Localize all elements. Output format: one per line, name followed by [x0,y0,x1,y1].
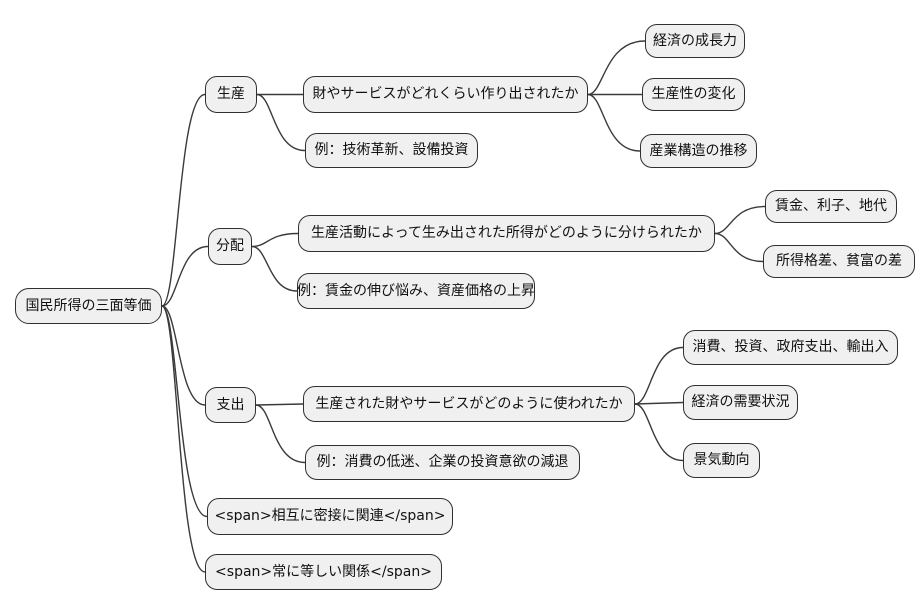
connector-question3-consumption [634,346,684,405]
leaf-economic-growth[interactable]: 経済の成長力 [645,24,745,58]
node-production[interactable]: 生産 [205,76,257,113]
leaf-demand-status[interactable]: 経済の需要状況 [683,385,798,420]
connector-root-distribution [161,245,209,307]
connector-root-production [161,93,206,307]
connector-question1-growth [587,40,646,96]
node-distribution-example[interactable]: 例：賃金の伸び悩み、資産価格の上昇 [297,273,535,309]
node-note-equal[interactable]: <span>常に等しい関係</span> [205,554,442,590]
node-root[interactable]: 国民所得の三面等価 [15,288,162,324]
node-expenditure[interactable]: 支出 [205,387,256,423]
connector-distribution-question [251,232,299,248]
node-production-question[interactable]: 財やサービスがどれくらい作り出されたか [303,76,588,113]
leaf-industry-structure[interactable]: 産業構造の推移 [640,134,757,168]
connector-root-note-equal [161,305,206,573]
connector-question2-wages [714,205,766,235]
leaf-wages-interest-rent[interactable]: 賃金、利子、地代 [765,190,897,223]
connector-question3-trend [634,403,684,462]
leaf-income-gap[interactable]: 所得格差、貧富の差 [763,245,915,278]
connector-production-example [256,93,306,152]
node-distribution[interactable]: 分配 [208,228,252,265]
leaf-productivity-change[interactable]: 生産性の変化 [642,78,745,111]
leaf-business-trend[interactable]: 景気動向 [683,443,760,478]
connector-expenditure-question [255,403,304,406]
node-distribution-question[interactable]: 生産活動によって生み出された所得がどのように分けられたか [298,215,715,252]
node-expenditure-example[interactable]: 例：消費の低迷、企業の投資意欲の減退 [305,445,580,480]
connector-question3-demand [634,401,684,405]
node-production-example[interactable]: 例：技術革新、設備投資 [305,133,478,168]
leaf-consumption-investment[interactable]: 消費、投資、政府支出、輸出入 [683,330,898,365]
connector-root-expenditure [161,305,206,406]
connector-distribution-example [251,245,298,292]
connector-question2-gap [714,232,764,263]
connector-expenditure-example [255,404,306,464]
node-note-related[interactable]: <span>相互に密接に関連</span> [207,498,453,535]
connector-question1-industry [587,93,641,152]
node-expenditure-question[interactable]: 生産された財やサービスがどのように使われたか [303,386,635,422]
connector-root-note-related [161,305,208,518]
